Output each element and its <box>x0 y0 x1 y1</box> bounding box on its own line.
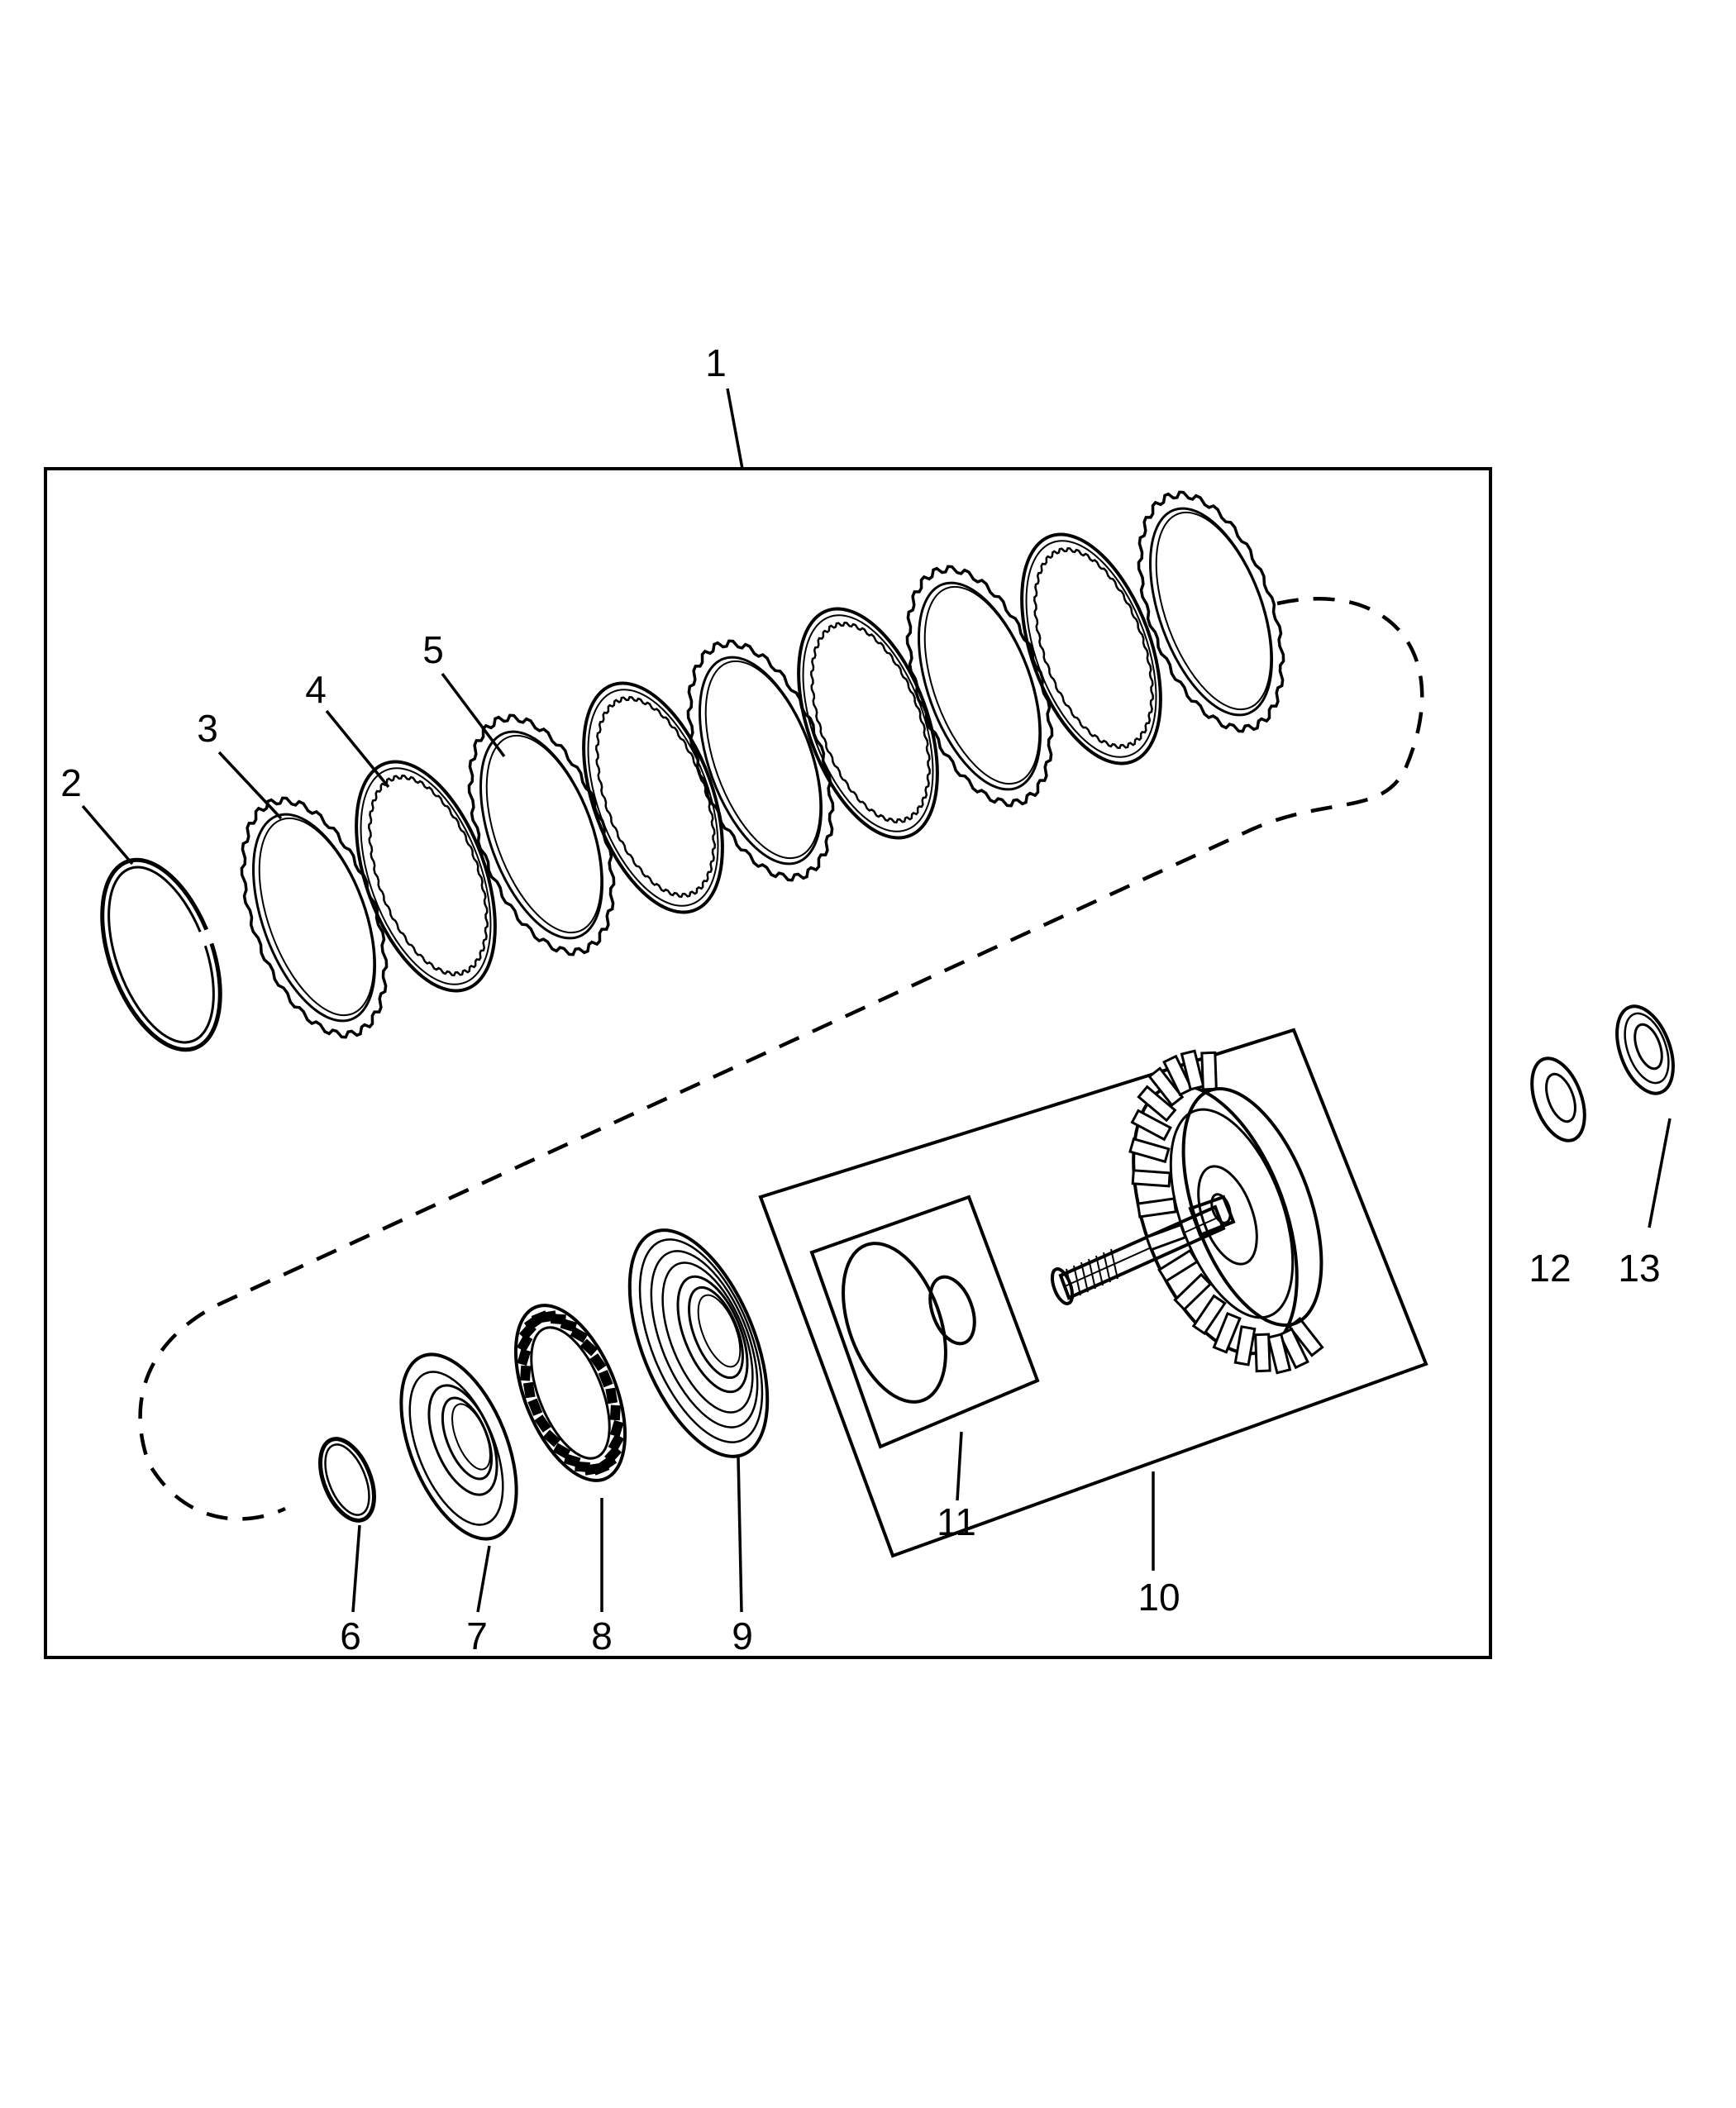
leader-2 <box>81 804 134 866</box>
callout-7: 7 <box>466 1614 488 1657</box>
callout-9: 9 <box>732 1614 753 1657</box>
callout-6: 6 <box>340 1614 361 1657</box>
clutch-plate-2 <box>355 760 497 993</box>
clutch-plate-8 <box>1020 532 1162 765</box>
leader-9 <box>737 1456 743 1613</box>
snap-ring-part-6 <box>318 1437 376 1523</box>
callout-10: 10 <box>1137 1576 1180 1619</box>
clutch-plate-7 <box>905 565 1054 808</box>
leader-11 <box>956 1431 963 1501</box>
clutch-plate-4 <box>582 681 724 914</box>
thrust-washer-part-12 <box>1530 1056 1586 1142</box>
assembly-sequence-dashed-path <box>138 597 1424 1521</box>
callout-3: 3 <box>197 707 218 750</box>
leader-7 <box>476 1545 491 1613</box>
leader-13 <box>1648 1118 1672 1228</box>
seal-kit-part-11 <box>842 1242 976 1404</box>
leader-4 <box>325 709 390 789</box>
clutch-plate-1 <box>240 796 389 1039</box>
callout-12: 12 <box>1529 1247 1571 1290</box>
subassembly-10-frame <box>758 1028 1428 1558</box>
leader-3 <box>217 751 283 820</box>
clutch-plate-stack <box>240 490 1285 1039</box>
clutch-plate-9 <box>1137 490 1285 733</box>
subassembly-11-frame <box>809 1195 1040 1449</box>
callout-5: 5 <box>422 628 444 671</box>
return-spring-part-8 <box>513 1304 627 1482</box>
clutch-plate-6 <box>797 607 939 840</box>
clutch-plate-3 <box>467 713 616 956</box>
callout-11: 11 <box>937 1500 976 1543</box>
clutch-hub-shaft-part-10 <box>1050 1049 1324 1375</box>
callout-4: 4 <box>305 668 327 711</box>
leader-1 <box>726 388 744 470</box>
callout-2: 2 <box>60 761 82 804</box>
retainer-part-7 <box>399 1352 518 1541</box>
callout-1: 1 <box>705 341 727 384</box>
clutch-plate-5 <box>686 639 835 882</box>
assembly-frame <box>44 467 1492 1659</box>
thrust-bearing-part-13 <box>1615 1004 1675 1095</box>
callout-13: 13 <box>1618 1247 1660 1290</box>
leader-5 <box>441 672 506 758</box>
callout-8: 8 <box>591 1614 613 1657</box>
leader-6 <box>351 1524 361 1613</box>
piston-part-9 <box>627 1228 770 1458</box>
snap-ring-part-2 <box>100 857 222 1052</box>
